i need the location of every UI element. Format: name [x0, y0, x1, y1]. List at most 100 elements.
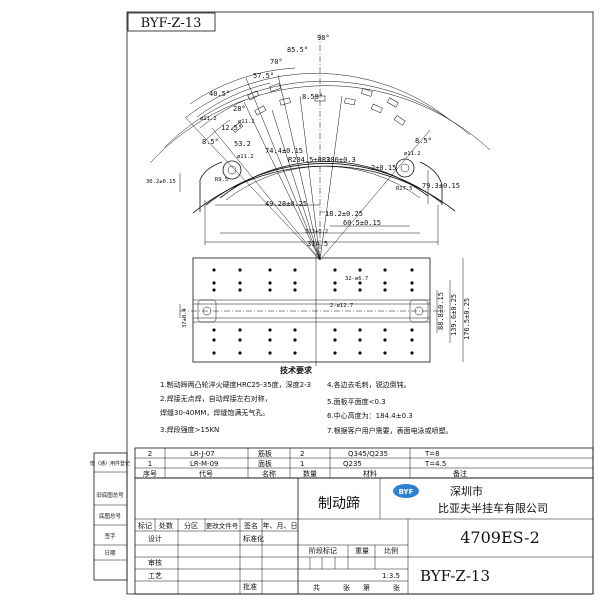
rivet-hole [293, 288, 297, 292]
rivet-hole [293, 268, 297, 272]
svg-text:3.焊段强度>15KN: 3.焊段强度>15KN [160, 425, 219, 434]
anchor-pin-hole [222, 160, 242, 180]
svg-text:旧底图总号: 旧底图总号 [96, 491, 124, 499]
svg-text:日期: 日期 [104, 550, 116, 557]
rivet-hole [410, 268, 414, 272]
svg-text:2: 2 [300, 450, 304, 458]
svg-text:设计: 设计 [148, 534, 162, 543]
rivet-holes [212, 268, 414, 355]
rivet-hole [358, 351, 362, 355]
rivet-hole [212, 351, 216, 355]
rivet-hole [383, 288, 387, 292]
svg-text:名称: 名称 [262, 469, 276, 478]
dim-r17-5: R17.5 [396, 186, 413, 192]
rivet-hole [333, 351, 337, 355]
svg-text:张: 张 [393, 583, 400, 592]
dim-r204: R204.5±0.3 [288, 156, 330, 164]
svg-text:比例: 比例 [384, 546, 398, 555]
rivet-hole [212, 338, 216, 342]
svg-text:LR-J-07: LR-J-07 [190, 450, 215, 458]
svg-text:底图总号: 底图总号 [99, 512, 122, 520]
rivet-hole [333, 281, 337, 285]
svg-text:备注: 备注 [453, 469, 467, 478]
svg-text:处数: 处数 [159, 521, 173, 530]
dim-2: 2±0.15 [371, 164, 396, 172]
dim-49-28: 49.28±0.25 [265, 200, 307, 208]
dim-2-holes: 2-ø12.7 [330, 303, 353, 309]
tech-title: 技术要求 [280, 365, 313, 375]
rivet-hole [212, 288, 216, 292]
svg-text:筋板: 筋板 [258, 449, 272, 458]
svg-text:第: 第 [363, 583, 370, 592]
rivet-hole [238, 288, 242, 292]
svg-text:1: 1 [148, 460, 152, 468]
company-logo-text: BYF [399, 488, 414, 496]
rivet-hole [293, 338, 297, 342]
drawing-code-box [127, 12, 216, 32]
rivet-hole [383, 281, 387, 285]
part-number: 4709ES-2 [460, 528, 540, 547]
angle-70: 70° [270, 58, 283, 66]
rivet-hole [268, 281, 272, 285]
svg-text:共: 共 [313, 583, 320, 592]
rivet-hole [238, 338, 242, 342]
bom-header: 序号 代号 名称 数量 材料 备注 [143, 469, 467, 478]
angle-8-5-left: 8.5° [202, 138, 219, 146]
plan-outline [192, 257, 431, 363]
cam-boss-right [409, 299, 429, 323]
bom-row-1: 1 LR-M-09 面板 1 Q235 T=4.5 [148, 459, 447, 468]
rivet-hole [383, 268, 387, 272]
rivet-hole [238, 351, 242, 355]
svg-text:签名: 签名 [244, 521, 258, 530]
svg-text:年、月、日: 年、月、日 [263, 521, 298, 530]
company-line2: 比亚夫半挂车有限公司 [438, 501, 548, 515]
lower-dimensions: 49.28±0.25 18.2±0.25 60.5±0.15 313±0.2 3… [265, 200, 381, 248]
rivet-hole [410, 328, 414, 332]
angle-8-5-right: 8.5° [415, 137, 432, 145]
rivet-hole [358, 281, 362, 285]
dim-r200: R200±0.3 [322, 156, 356, 164]
dim-74-4: 74.4±0.15 [265, 147, 303, 155]
title-block: 标记 处数 分区 更改文件号 签名 年、月、日 设计 标准化 审核 工艺 批准 … [134, 477, 594, 595]
svg-text:代号: 代号 [199, 469, 213, 478]
svg-text:标准化: 标准化 [243, 534, 264, 543]
svg-text:1.制动蹄两凸轮淬火硬度HRC25-35度，深度2-3: 1.制动蹄两凸轮淬火硬度HRC25-35度，深度2-3 [160, 380, 311, 389]
dim-r9-5: R9.5 [215, 177, 228, 183]
svg-text:2.焊接无点焊，自动焊接左右对称，: 2.焊接无点焊，自动焊接左右对称， [160, 394, 272, 403]
rivet-hole [268, 351, 272, 355]
plan-view [179, 254, 464, 366]
side-view [149, 32, 491, 261]
rivet-hole [212, 268, 216, 272]
rivet-hole [268, 338, 272, 342]
dim-176-5: 176.5±0.25 [463, 298, 471, 340]
svg-text:张: 张 [343, 583, 350, 592]
dim-hole-3: ø11.2 [200, 116, 217, 122]
dim-18-2: 18.2±0.25 [325, 210, 363, 218]
rivet-hole [293, 281, 297, 285]
drawing-code-bottom: BYF-Z-13 [420, 567, 490, 585]
svg-text:重量: 重量 [355, 547, 369, 555]
dim-79-3: 79.3±0.15 [422, 182, 460, 190]
angle-57-5: 57.5° [253, 72, 274, 80]
angle-labels: 98° 85.5° 70° 57.5° 40.5° 28° 12.5° 8.5°… [202, 34, 432, 146]
rivet-hole [212, 328, 216, 332]
rivet-hole [268, 288, 272, 292]
svg-text:阶段标记: 阶段标记 [309, 546, 337, 555]
rivet-hole [268, 268, 272, 272]
rivet-slots [231, 83, 406, 133]
dim-37: 37±0.4 [182, 307, 188, 328]
svg-text:签字: 签字 [104, 532, 116, 540]
dim-32-holes: 32-ø6.7 [345, 276, 368, 282]
svg-text:Q345/Q235: Q345/Q235 [348, 450, 388, 458]
rivet-hole [238, 281, 242, 285]
dim-314-5: 314.5 [307, 240, 328, 248]
bom-row-2: 2 LR-J-07 筋板 2 Q345/Q235 T=8 [148, 449, 440, 458]
rivet-hole [333, 268, 337, 272]
svg-text:T=4.5: T=4.5 [424, 460, 446, 468]
svg-text:2: 2 [148, 450, 152, 458]
drawing-code-top: BYF-Z-13 [141, 16, 202, 31]
rivet-hole [333, 328, 337, 332]
svg-text:面板: 面板 [258, 459, 272, 468]
svg-text:标记: 标记 [138, 521, 152, 530]
left-column: 借（通）用件登记 旧底图总号 底图总号 签字 日期 [90, 452, 130, 581]
